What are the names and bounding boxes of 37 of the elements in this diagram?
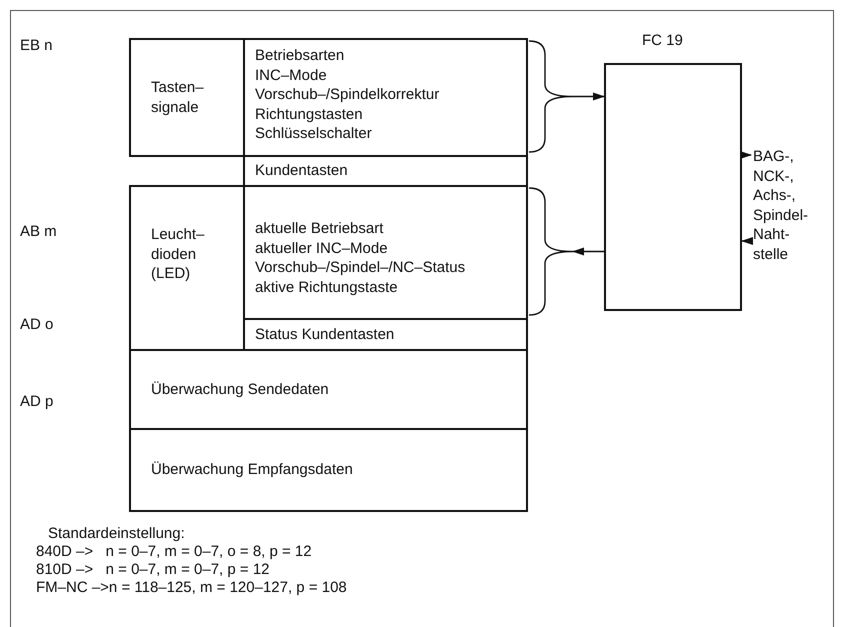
signal-text: BAG-, NCK-, Achs-, Spindel- Naht- stelle <box>753 147 808 264</box>
arrow <box>741 237 753 245</box>
signal-box <box>243 155 528 187</box>
address-label: EB n <box>20 37 53 55</box>
signal-text: aktive Richtungstaste <box>255 278 398 297</box>
signal-text: Kundentasten <box>255 161 348 181</box>
address-label: AD o <box>20 316 54 334</box>
arrow <box>572 248 604 256</box>
curly-brace <box>529 40 573 153</box>
settings-note: Standardeinstellung: <box>48 525 185 543</box>
signal-text: Schlüsselschalter <box>255 124 372 144</box>
address-label: AB m <box>20 223 57 241</box>
signal-box <box>129 349 528 430</box>
signal-box <box>129 38 245 157</box>
settings-note: 810D –> n = 0–7, m = 0–7, p = 12 <box>36 561 270 579</box>
settings-note: 840D –> n = 0–7, m = 0–7, o = 8, p = 12 <box>36 543 312 561</box>
signal-text: Richtungstasten <box>255 104 363 124</box>
signal-text: Überwachung Sendedaten <box>151 380 329 400</box>
signal-text: Vorschub–/Spindel–/NC–Status <box>255 258 466 278</box>
signal-box <box>129 185 245 351</box>
signal-text: Tasten– signale <box>151 78 205 117</box>
signal-text: Überwachung Empfangsdaten <box>151 460 353 480</box>
signal-text: Leucht– dioden (LED) <box>151 225 206 284</box>
signal-text: Vorschub–/Spindelkorrektur <box>255 85 440 104</box>
arrow <box>740 151 752 159</box>
settings-note: FM–NC –>n = 118–125, m = 120–127, p = 108 <box>36 579 347 597</box>
signal-text: INC–Mode <box>255 66 327 85</box>
curly-brace <box>529 187 573 316</box>
signal-text: Betriebsarten <box>255 46 344 66</box>
signal-box <box>243 38 528 157</box>
block-title: FC 19 <box>642 31 683 50</box>
arrow <box>573 92 605 100</box>
address-label: AD p <box>20 393 54 411</box>
signal-box <box>129 428 528 512</box>
signal-text: aktueller INC–Mode <box>255 238 388 258</box>
signal-text: aktuelle Betriebsart <box>255 219 384 238</box>
signal-text: Status Kundentasten <box>255 324 394 344</box>
